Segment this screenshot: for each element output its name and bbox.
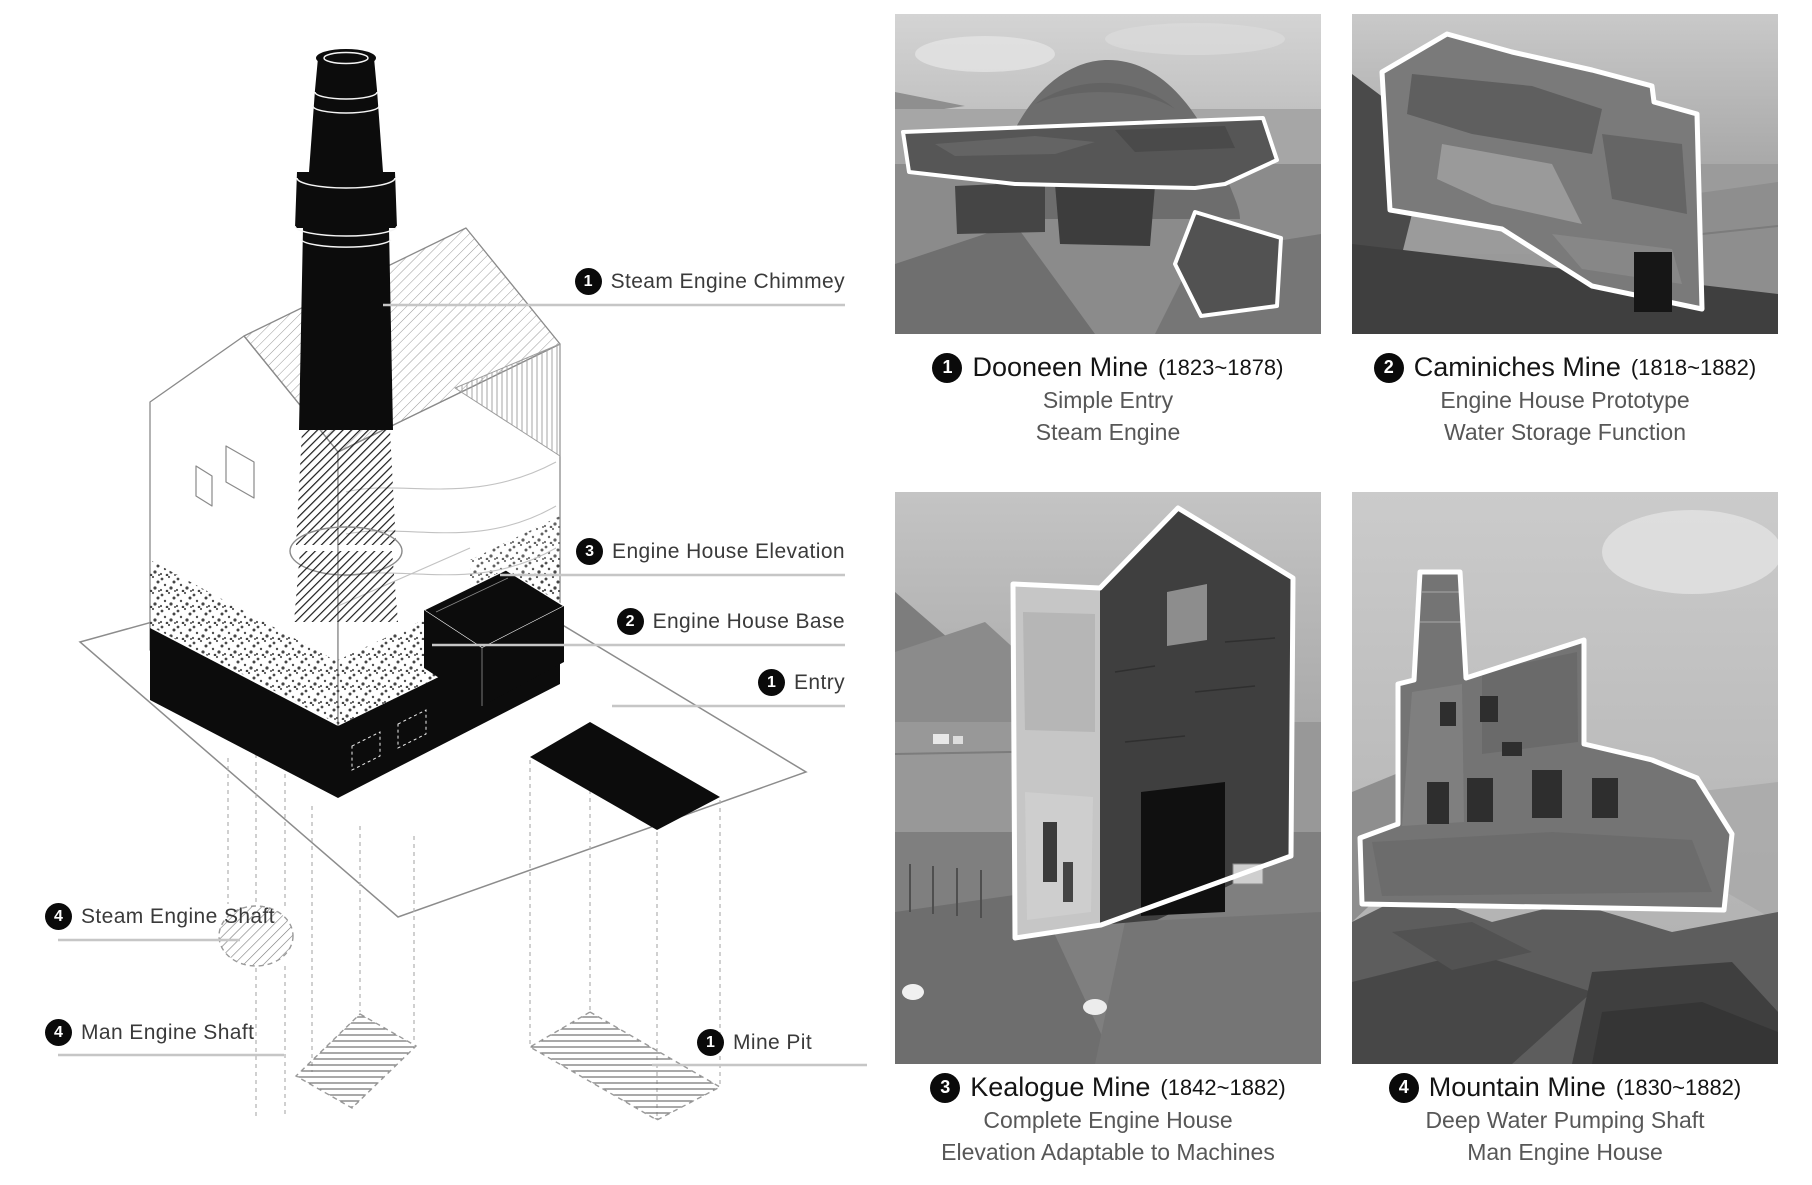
mine-name: Dooneen Mine: [972, 352, 1149, 382]
gable-hatch: [454, 343, 561, 457]
mine-feature-2: Elevation Adaptable to Machines: [941, 1139, 1275, 1166]
photo-caminiches-mine: [1352, 14, 1778, 334]
mine-name: Kealogue Mine: [970, 1072, 1151, 1102]
engine-house-axonometric-diagram: 1 Steam Engine Chimmey 3 Engine House El…: [0, 0, 880, 1185]
number-badge-icon: 4: [1388, 1072, 1419, 1103]
doorway: [1634, 252, 1672, 312]
mine-years: (1823~1878): [1158, 354, 1284, 380]
mine-feature-1: Engine House Prototype: [1440, 387, 1690, 413]
number-badge-icon: 1: [697, 1029, 724, 1056]
kealogue-photo-art: [895, 492, 1321, 1064]
steam-engine-chimney: [294, 49, 398, 430]
label-man-engine-shaft: 4 Man Engine Shaft: [45, 1019, 254, 1046]
mine-pit-underground-shape: [528, 1011, 722, 1121]
sheep: [902, 984, 924, 1000]
building-white-outline: [1010, 505, 1296, 941]
chimney-interior: [296, 430, 396, 545]
mine-years: (1830~1882): [1615, 1074, 1742, 1100]
caption-kealogue-mine: 3 Kealogue Mine (1842~1882) Complete Engi…: [895, 1072, 1321, 1168]
caption-dooneen-mine: 1 Dooneen Mine (1823~1878) Simple Entry S…: [895, 352, 1321, 448]
label-engine-house-elevation: 3 Engine House Elevation: [576, 538, 845, 565]
dooneen-photo-art: [895, 14, 1321, 334]
mine-feature-2: Water Storage Function: [1443, 419, 1687, 446]
mine-years: (1842~1882): [1160, 1074, 1286, 1100]
mine-pit-plane-shape: [530, 722, 720, 830]
label-entry: 1 Entry: [757, 669, 845, 696]
number-badge-icon: 3: [930, 1072, 961, 1103]
number-badge-icon: 3: [576, 538, 604, 565]
mountain-photo-art: [1352, 492, 1778, 1064]
number-badge-icon: 1: [574, 268, 602, 295]
mine-feature-2: Steam Engine: [1035, 419, 1181, 446]
stone-lower-outline: [1173, 210, 1283, 318]
mine-name: Mountain Mine: [1428, 1072, 1606, 1102]
building-white-outline: [1357, 569, 1735, 913]
mine-feature-1: Simple Entry: [1042, 387, 1174, 413]
number-badge-icon: 4: [45, 903, 72, 930]
mine-feature-1: Deep Water Pumping Shaft: [1425, 1107, 1705, 1133]
number-badge-icon: 4: [45, 1019, 72, 1046]
number-badge-icon: 2: [616, 608, 644, 635]
entry-opening: [1141, 782, 1225, 916]
label-steam-engine-shaft: 4 Steam Engine Shaft: [45, 903, 275, 930]
man-engine-shaft-shape: [294, 1013, 418, 1109]
leader-lines: [58, 303, 867, 1067]
photo-mountain-mine: [1352, 492, 1778, 1064]
mine-feature-2: Man Engine House: [1467, 1139, 1663, 1166]
label-steam-engine-chimney: 1 Steam Engine Chimmey: [574, 268, 845, 295]
window-opening: [1167, 584, 1207, 646]
label-mine-pit: 1 Mine Pit: [697, 1029, 812, 1056]
axonometric-drawing: [58, 49, 867, 1121]
entry-block: [422, 569, 566, 706]
photo-kealogue-mine: [895, 492, 1321, 1064]
photo-dooneen-mine: [895, 14, 1321, 334]
caption-caminiches-mine: 2 Caminiches Mine (1818~1882) Engine Hous…: [1352, 352, 1778, 448]
number-badge-icon: 1: [932, 352, 963, 383]
mine-years: (1818~1882): [1630, 354, 1757, 380]
steam-engine-shaft-shape: [218, 905, 294, 967]
number-badge-icon: 2: [1373, 352, 1404, 383]
mine-feature-1: Complete Engine House: [983, 1107, 1233, 1133]
sheep: [1083, 999, 1107, 1015]
label-engine-house-base: 2 Engine House Base: [616, 608, 845, 635]
caminiches-photo-art: [1352, 14, 1778, 334]
mine-name: Caminiches Mine: [1413, 352, 1621, 382]
caption-mountain-mine: 4 Mountain Mine (1830~1882) Deep Water Pu…: [1352, 1072, 1778, 1168]
number-badge-icon: 1: [757, 669, 785, 696]
